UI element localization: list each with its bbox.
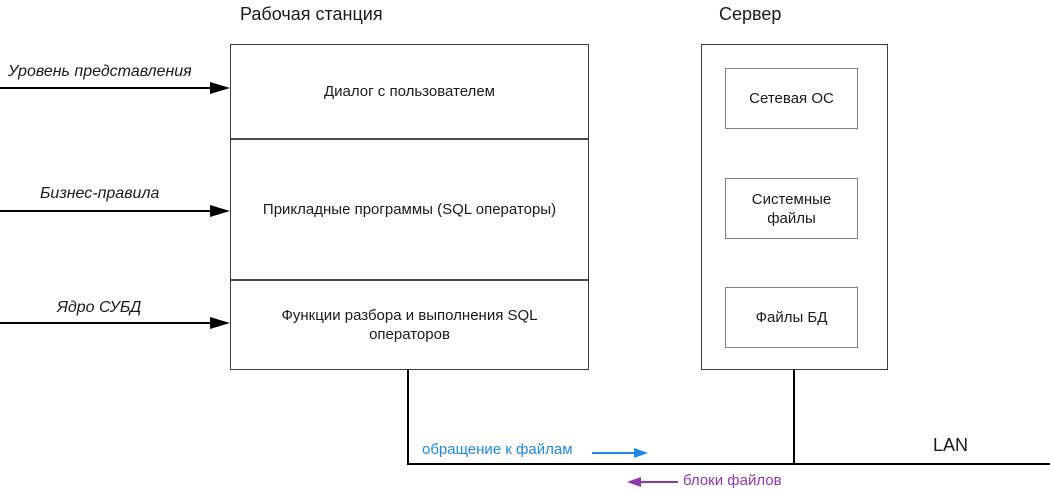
system-files-box: Системные файлы: [725, 178, 858, 239]
dbms-core-label: Ядро СУБД: [57, 299, 142, 316]
arrow-shaft: [592, 452, 636, 454]
arrowhead-left-icon: [627, 477, 641, 487]
db-files-box: Файлы БД: [725, 287, 858, 348]
arrow-shaft: [0, 210, 212, 212]
box-label: Системные файлы: [751, 190, 832, 227]
workstation-box: Диалог с пользователем Прикладные програ…: [230, 44, 589, 370]
network-os-box: Сетевая ОС: [725, 68, 858, 129]
arrowhead-right-icon: [210, 82, 230, 94]
arrowhead-right-icon: [210, 317, 230, 329]
server-title: Сервер: [719, 4, 782, 24]
arrow-shaft: [640, 481, 678, 483]
server-box: Сетевая ОС Системные файлы Файлы БД: [701, 44, 888, 370]
dbms-core-arrow: [0, 317, 230, 329]
box-label: Файлы БД: [755, 309, 828, 326]
section-label: Диалог с пользователем: [324, 83, 495, 100]
workstation-section-sql-parse-execute: Функции разбора и выполнения SQL операто…: [231, 279, 588, 369]
box-label: Сетевая ОС: [749, 90, 834, 107]
lan-label: LAN: [933, 435, 969, 455]
presentation-level-arrow: [0, 82, 230, 94]
section-label: Функции разбора и выполнения SQL операто…: [281, 307, 538, 343]
file-blocks-arrow: [627, 477, 678, 487]
server-lan-connector: [793, 370, 795, 464]
file-access-label: обращение к файлам: [422, 441, 573, 458]
arrow-shaft: [0, 87, 212, 89]
arrow-shaft: [0, 322, 212, 324]
file-blocks-label: блоки файлов: [683, 472, 782, 489]
presentation-level-label: Уровень представления: [8, 63, 192, 80]
arrowhead-right-icon: [210, 205, 230, 217]
section-label: Прикладные программы (SQL операторы): [262, 201, 557, 218]
workstation-section-user-dialog: Диалог с пользователем: [231, 45, 588, 138]
file-access-arrow: [592, 448, 648, 458]
business-rules-label: Бизнес-правила: [40, 185, 160, 202]
arrowhead-right-icon: [634, 448, 648, 458]
business-rules-arrow: [0, 205, 230, 217]
workstation-section-application-programs: Прикладные программы (SQL операторы): [231, 138, 588, 279]
workstation-title: Рабочая станция: [240, 4, 383, 24]
lan-bus-line: [407, 463, 1050, 465]
workstation-lan-connector: [407, 370, 409, 464]
